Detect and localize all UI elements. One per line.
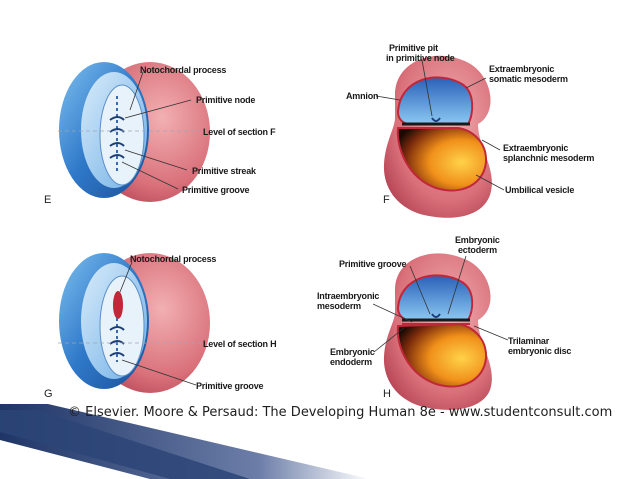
label-level-section-h: Level of section H — [203, 339, 277, 349]
label-intraembryonic-1: Intraembryonic — [317, 291, 380, 301]
panel-e-drawing — [58, 62, 210, 202]
label-level-section-f: Level of section F — [203, 127, 276, 137]
label-notochordal-process-g: Notochordal process — [130, 254, 217, 264]
label-extraembryonic-somatic-1: Extraembryonic — [489, 64, 555, 74]
panel-f-drawing — [375, 55, 505, 218]
panel-letter-f: F — [383, 194, 390, 206]
label-intraembryonic-2: mesoderm — [317, 301, 361, 311]
label-trilaminar-1: Trilaminar — [508, 336, 550, 346]
label-notochordal-process-e: Notochordal process — [140, 65, 227, 75]
panel-h-drawing — [372, 253, 509, 410]
label-primitive-groove-h: Primitive groove — [339, 259, 407, 269]
label-extraembryonic-splanchnic-2: splanchnic mesoderm — [503, 153, 595, 163]
label-embryonic-endoderm-2: endoderm — [330, 357, 372, 367]
slide-accent-shape — [0, 398, 370, 479]
panel-letter-g: G — [44, 388, 53, 400]
label-primitive-pit-1: Primitive pit — [389, 43, 438, 53]
label-extraembryonic-somatic-2: somatic mesoderm — [489, 74, 568, 84]
label-trilaminar-2: embryonic disc — [508, 346, 572, 356]
label-primitive-pit-2: in primitive node — [386, 53, 455, 63]
label-embryonic-endoderm-1: Embryonic — [330, 347, 375, 357]
label-embryonic-ectoderm-1: Embryonic — [455, 235, 500, 245]
label-primitive-groove-e: Primitive groove — [182, 185, 250, 195]
panel-letter-h: H — [383, 388, 391, 400]
panel-g-drawing — [58, 253, 210, 393]
copyright-credit: © Elsevier. Moore & Persaud: The Develop… — [68, 405, 613, 420]
label-umbilical-vesicle: Umbilical vesicle — [505, 185, 575, 195]
label-primitive-streak: Primitive streak — [192, 166, 256, 176]
label-amnion: Amnion — [346, 91, 379, 101]
label-embryonic-ectoderm-2: ectoderm — [458, 245, 497, 255]
label-extraembryonic-splanchnic-1: Extraembryonic — [503, 143, 569, 153]
panel-letter-e: E — [44, 194, 52, 206]
label-primitive-groove-g: Primitive groove — [196, 381, 264, 391]
label-primitive-node: Primitive node — [196, 95, 256, 105]
